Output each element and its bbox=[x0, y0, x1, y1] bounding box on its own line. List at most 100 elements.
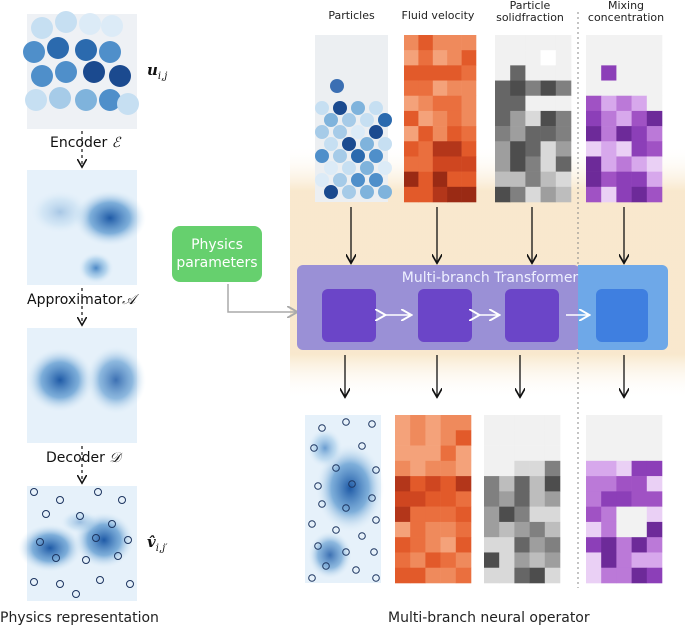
grid-cell bbox=[510, 156, 526, 172]
grid-cell bbox=[418, 186, 434, 203]
grid-cell bbox=[499, 537, 515, 553]
grid-cell bbox=[616, 171, 632, 188]
grid-cell bbox=[514, 521, 530, 538]
grid-cell bbox=[525, 126, 541, 142]
grid-cell bbox=[418, 50, 434, 66]
grid-cell bbox=[616, 110, 632, 127]
grid-cell bbox=[455, 537, 472, 553]
grid-cell bbox=[646, 415, 663, 431]
grid-cell bbox=[461, 156, 477, 172]
grid-cell bbox=[631, 445, 648, 462]
grid-cell bbox=[631, 567, 648, 584]
particle-marker bbox=[108, 520, 116, 528]
particle bbox=[330, 79, 344, 93]
grid-cell bbox=[484, 476, 500, 492]
grid-cell bbox=[404, 110, 419, 127]
grid-cell bbox=[646, 95, 663, 112]
grid-cell bbox=[601, 491, 617, 507]
grid-cell bbox=[544, 491, 561, 507]
grid-cell bbox=[404, 95, 419, 112]
particle bbox=[315, 125, 329, 139]
particle bbox=[351, 149, 365, 163]
grid-cell bbox=[601, 537, 617, 553]
particle-marker bbox=[314, 482, 322, 490]
grid-cell bbox=[447, 95, 462, 112]
grid-cell bbox=[601, 186, 617, 203]
grid-cell bbox=[631, 537, 648, 553]
grid-cell bbox=[555, 65, 572, 81]
grid-cell bbox=[601, 65, 617, 81]
grid-cell bbox=[440, 537, 457, 553]
grid-cell bbox=[616, 35, 632, 51]
grid-cell bbox=[484, 537, 500, 553]
particle-marker bbox=[358, 532, 366, 540]
particle-marker bbox=[308, 574, 316, 582]
particle-marker bbox=[342, 548, 350, 556]
grid-cell bbox=[447, 156, 462, 172]
grid-cell bbox=[631, 506, 648, 523]
grid-cell bbox=[544, 460, 561, 477]
grid-cell bbox=[499, 476, 515, 492]
grid-cell bbox=[601, 460, 617, 477]
particle bbox=[25, 89, 47, 111]
grid-cell bbox=[616, 50, 632, 66]
grid-cell bbox=[586, 35, 602, 51]
particle bbox=[360, 161, 374, 175]
grid-cell bbox=[544, 521, 561, 538]
grid-cell bbox=[510, 141, 526, 157]
particle bbox=[342, 113, 356, 127]
particle-marker bbox=[124, 536, 132, 544]
grid-cell bbox=[432, 65, 448, 81]
grid-cell bbox=[410, 476, 426, 492]
grid-cell bbox=[432, 50, 448, 66]
particle-marker bbox=[30, 488, 38, 496]
grid-cell bbox=[404, 126, 419, 142]
grid-cell bbox=[525, 171, 541, 188]
grid-cell bbox=[646, 552, 663, 569]
particle-marker bbox=[372, 574, 380, 582]
grid-cell bbox=[495, 171, 511, 188]
grid-cell bbox=[418, 141, 434, 157]
particle-marker bbox=[118, 496, 126, 504]
grid-cell bbox=[616, 491, 632, 507]
grid-cell bbox=[484, 445, 500, 462]
grid-cell bbox=[540, 141, 557, 157]
grid-cell bbox=[525, 141, 541, 157]
grid-cell bbox=[425, 430, 441, 446]
grid-cell bbox=[440, 476, 457, 492]
grid-cell bbox=[646, 460, 663, 477]
grid-cell bbox=[616, 521, 632, 538]
particle bbox=[378, 161, 392, 175]
grid-cell bbox=[616, 506, 632, 523]
particle-marker bbox=[56, 580, 64, 588]
grid-cell bbox=[418, 95, 434, 112]
grid-cell bbox=[544, 445, 561, 462]
fluid-velocity-input-panel bbox=[404, 35, 477, 203]
grid-cell bbox=[432, 35, 448, 51]
grid-cell bbox=[432, 95, 448, 112]
grid-cell bbox=[455, 491, 472, 507]
grid-cell bbox=[425, 537, 441, 553]
grid-cell bbox=[544, 567, 561, 584]
grid-cell bbox=[631, 80, 648, 97]
grid-cell bbox=[425, 460, 441, 477]
grid-cell bbox=[555, 80, 572, 97]
grid-cell bbox=[455, 567, 472, 584]
grid-cell bbox=[586, 460, 602, 477]
grid-cell bbox=[540, 171, 557, 188]
grid-cell bbox=[601, 506, 617, 523]
grid-cell bbox=[395, 445, 411, 462]
mixing-output-panel bbox=[586, 415, 663, 584]
physics-params-arrow bbox=[227, 284, 296, 312]
grid-cell bbox=[395, 521, 411, 538]
grid-cell bbox=[586, 430, 602, 446]
grid-cell bbox=[586, 415, 602, 431]
particle bbox=[351, 125, 365, 139]
grid-cell bbox=[432, 110, 448, 127]
grid-cell bbox=[425, 567, 441, 584]
grid-cell bbox=[495, 186, 511, 203]
particle-marker bbox=[318, 424, 326, 432]
grid-cell bbox=[455, 430, 472, 446]
grid-cell bbox=[631, 110, 648, 127]
grid-cell bbox=[646, 430, 663, 446]
